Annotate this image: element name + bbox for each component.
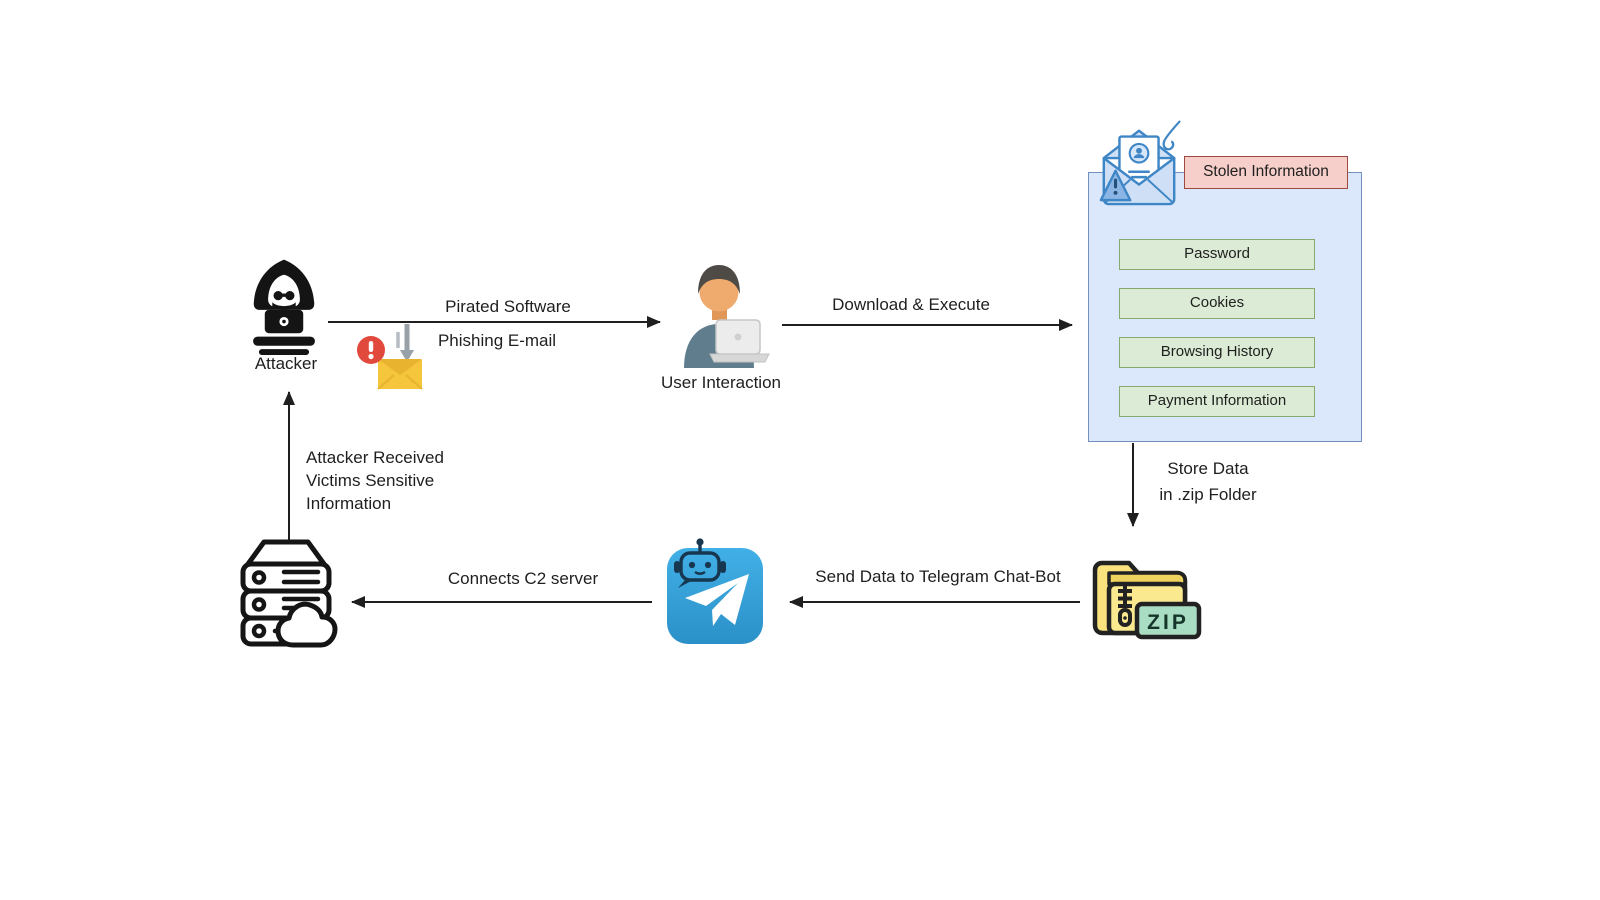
edge-label-send-data-telegram: Send Data to Telegram Chat-Bot [815, 567, 1061, 586]
zipper-icon [1118, 584, 1132, 627]
phishing-mail-icon [1099, 120, 1181, 206]
stolen-item-payment-information: Payment Information [1119, 386, 1315, 417]
edge-label-attacker-received: Attacker Received Victims Sensitive Info… [306, 448, 444, 513]
c2-server-icon [240, 539, 338, 648]
telegram-chatbot-icon [667, 538, 763, 644]
zip-folder-icon: ZIP [1092, 560, 1202, 640]
malicious-email-icon [357, 324, 423, 390]
paper-plane-icon [685, 574, 749, 626]
stolen-information-title: Stolen Information [1184, 156, 1348, 189]
stolen-item-cookies: Cookies [1119, 288, 1315, 319]
stolen-information-box: Stolen Information Password Cookies Brow… [1088, 120, 1362, 442]
zip-badge [1134, 601, 1202, 640]
user-person-icon [684, 265, 770, 368]
fishing-hook-icon [1162, 140, 1175, 151]
hair-shape [698, 265, 740, 294]
cloud-icon [275, 601, 338, 648]
stolen-item-password: Password [1119, 239, 1315, 270]
edge-label-phishing-email: Phishing E-mail [437, 331, 557, 350]
attacker-hacker-icon [253, 259, 315, 355]
edge-label-pirated-software: Pirated Software [445, 297, 571, 316]
fishing-line-icon [1163, 120, 1181, 142]
user-label: User Interaction [661, 373, 781, 392]
zip-badge-label: ZIP [1147, 611, 1189, 634]
download-arrow-icon [400, 350, 414, 362]
robot-head-icon [674, 538, 726, 588]
edge-label-connects-c2: Connects C2 server [447, 569, 599, 588]
edge-label-download-execute: Download & Execute [832, 295, 990, 314]
stolen-item-browsing-history: Browsing History [1119, 337, 1315, 368]
attacker-label: Attacker [254, 354, 318, 373]
edge-label-store-data: Store Data in .zip Folder [1159, 459, 1257, 504]
